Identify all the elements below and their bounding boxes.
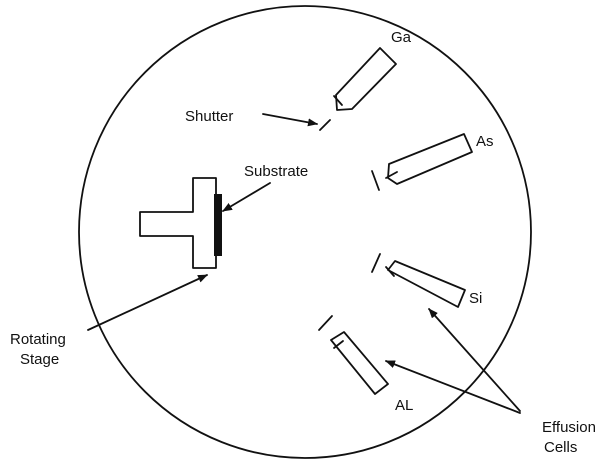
label-effusion-cells: Effusion Cells: [542, 419, 600, 456]
label-rotating-stage-line1: Rotating: [10, 331, 66, 348]
label-al: AL: [395, 397, 413, 414]
label-rotating-stage: Rotating Stage: [10, 331, 70, 368]
label-ga: Ga: [391, 29, 412, 46]
shutter-as: [371, 170, 380, 191]
label-as: As: [476, 133, 494, 150]
effusion-cell-as: [385, 133, 473, 185]
rotating-stage-leader-arrow: [87, 274, 208, 331]
shutter-leader-arrow: [262, 113, 318, 127]
substrate: [214, 194, 222, 256]
label-rotating-stage-line2: Stage: [20, 351, 59, 368]
label-si: Si: [469, 290, 482, 307]
label-effusion-cells-line2: Cells: [544, 439, 577, 456]
label-shutter: Shutter: [185, 108, 233, 125]
effusion-cells-leader-arrow-si: [428, 308, 521, 412]
substrate-leader-arrow: [222, 182, 271, 212]
shutter-al: [318, 315, 333, 331]
effusion-cell-al: [330, 331, 389, 395]
effusion-cell-si: [385, 260, 466, 308]
rotating-stage: [139, 177, 217, 269]
effusion-cell-ga: [333, 47, 397, 111]
label-effusion-cells-line1: Effusion: [542, 419, 596, 436]
effusion-cells-leader-arrow-al: [385, 360, 521, 414]
vacuum-chamber: [78, 5, 532, 459]
label-substrate: Substrate: [244, 163, 308, 180]
shutter-ga: [319, 119, 331, 131]
shutter-si: [371, 253, 381, 273]
